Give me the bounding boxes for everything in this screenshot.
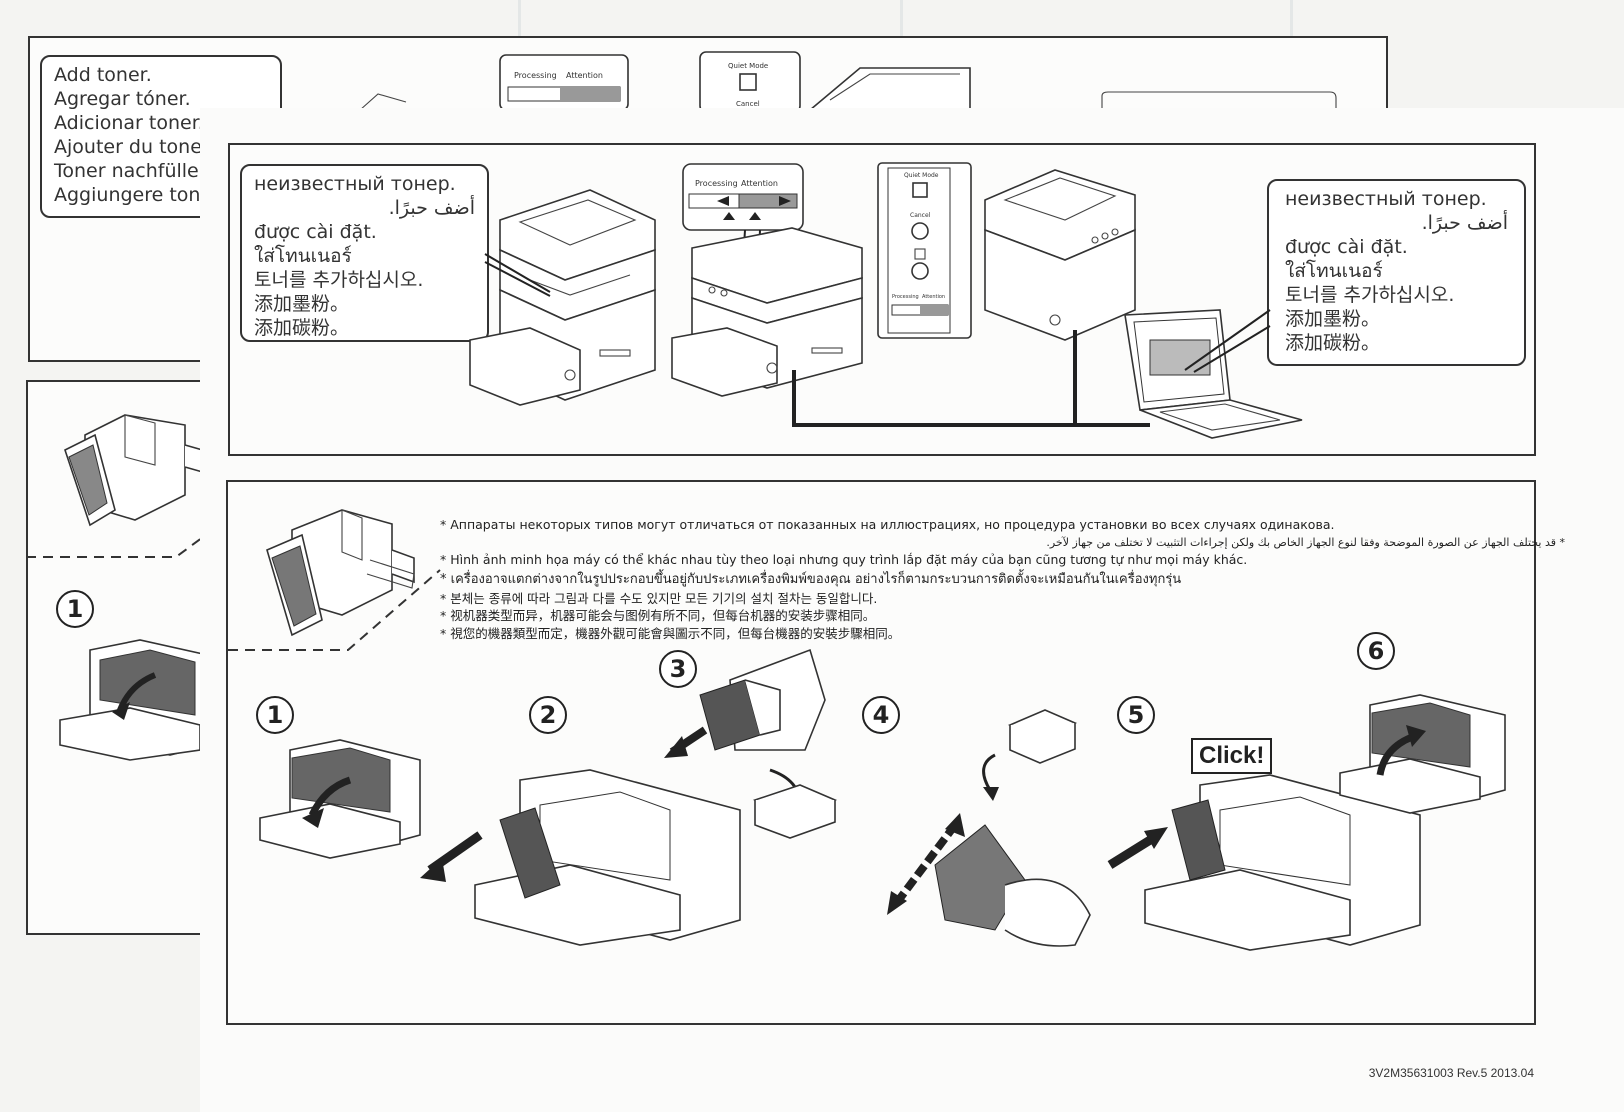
callout-line-arabic: أضف حبرًا. <box>388 197 475 219</box>
indicator-processing-label: Processing <box>695 179 738 188</box>
back-processing-label: Processing <box>514 71 557 80</box>
step1-open-cover-illustration <box>259 739 421 859</box>
step3-new-cartridge-illustration <box>664 648 838 839</box>
step6-close-cover-illustration <box>1339 694 1506 814</box>
step-number-6: 6 <box>1357 632 1395 670</box>
note-chinese-traditional: * 視您的機器類型而定，機器外觀可能會與圖示不同，但每台機器的安裝步驟相同。 <box>440 625 901 641</box>
back-attention-label: Attention <box>566 71 603 80</box>
back-printer-sketch <box>809 67 971 111</box>
attention-label-small: Attention <box>922 294 945 300</box>
note-russian: * Аппараты некоторых типов могут отличат… <box>440 517 1335 532</box>
document-code: 3V2M35631003 Rev.5 2013.04 <box>1368 1066 1534 1080</box>
callout-line-chinese-simplified: 添加墨粉。 <box>254 293 350 315</box>
callout-line: Add toner. <box>54 64 152 86</box>
printer-illustration-center <box>671 227 863 397</box>
indicator-panel-callout: Processing Attention <box>682 163 804 231</box>
callout-line: Adicionar toner. <box>54 112 204 134</box>
desktop-printer-illustration <box>984 169 1136 341</box>
processing-label-small: Processing <box>892 294 919 300</box>
callout-line-russian: неизвестный тонер. <box>1285 188 1487 210</box>
step-number-1: 1 <box>256 696 294 734</box>
callout-pointer-right <box>1184 309 1271 373</box>
click-label: Click! <box>1191 738 1273 774</box>
note-vietnamese: * Hình ảnh minh họa máy có thể khác nhau… <box>440 552 1248 567</box>
quiet-mode-label: Quiet Mode <box>904 172 939 179</box>
control-panel-closeup: Quiet Mode Cancel Processing Attention <box>877 162 972 339</box>
back-step-number-1: 1 <box>56 590 94 628</box>
step5-install-cartridge-illustration <box>1107 774 1421 951</box>
callout-line-korean: 토너를 추가하십시오. <box>254 269 424 291</box>
step2-remove-cartridge-illustration <box>420 769 741 946</box>
step-number-3: 3 <box>659 650 697 688</box>
back-control-panel: Quiet Mode Cancel <box>699 51 801 113</box>
network-cables <box>792 330 1150 427</box>
callout-line: Toner nachfüllen. <box>54 160 217 182</box>
callout-line-thai: ใส่โทนเนอร์ <box>254 245 352 267</box>
callout-line-korean: 토너를 추가하십시오. <box>1285 284 1455 306</box>
callout-line-arabic: أضف حبرًا. <box>1421 212 1508 234</box>
back-dashed-divider <box>26 519 227 558</box>
callout-line-vietnamese: được cài đặt. <box>254 221 377 243</box>
step4-waste-box-illustration <box>887 709 1091 947</box>
step-number-4: 4 <box>862 696 900 734</box>
callout-line: Ajouter du toner. <box>54 136 214 158</box>
back-sheet-callout: Add toner. Agregar tóner. Adicionar tone… <box>40 55 282 218</box>
back-cancel-label: Cancel <box>736 100 760 108</box>
indicator-attention-label: Attention <box>741 179 778 188</box>
callout-line: Aggiungere toner <box>54 184 220 206</box>
back-indicator-panel: Processing Attention <box>499 54 629 111</box>
note-korean: * 본체는 종류에 따라 그림과 다를 수도 있지만 모든 기기의 설치 절차는… <box>440 590 878 606</box>
callout-line: Agregar tóner. <box>54 88 191 110</box>
installation-notes: * Аппараты некоторых типов могут отличат… <box>440 516 1570 642</box>
step-number-5: 5 <box>1117 696 1155 734</box>
back-toner-cartridge-illustration <box>64 414 214 527</box>
laptop-illustration <box>1124 309 1303 439</box>
mfp-printer-illustration <box>469 189 656 406</box>
left-message-callout: неизвестный тонер. أضف حبرًا. được cài đ… <box>240 164 489 342</box>
note-chinese-simplified: * 视机器类型而异，机器可能会与图例有所不同，但每台机器的安装步骤相同。 <box>440 608 876 623</box>
callout-line-chinese-traditional: 添加碳粉。 <box>1285 332 1381 354</box>
cancel-label: Cancel <box>910 212 931 219</box>
note-thai: * เครื่องอาจแตกต่างจากในรูปประกอบขึ้นอยู… <box>440 571 1182 587</box>
toner-cartridge-illustration <box>266 509 415 637</box>
callout-line-chinese-traditional: 添加碳粉。 <box>254 317 350 339</box>
callout-line-vietnamese: được cài đặt. <box>1285 236 1408 258</box>
callout-line-thai: ใส่โทนเนอร์ <box>1285 260 1383 282</box>
callout-pointer-left <box>484 253 551 297</box>
back-quiet-mode-label: Quiet Mode <box>728 62 768 70</box>
back-small-sketch <box>359 93 407 111</box>
dashed-divider <box>228 569 441 651</box>
callout-line-russian: неизвестный тонер. <box>254 173 456 195</box>
step-number-2: 2 <box>529 696 567 734</box>
back-callout-corner <box>1101 91 1337 118</box>
callout-line-chinese-simplified: 添加墨粉。 <box>1285 308 1381 330</box>
note-arabic: * قد يختلف الجهاز عن الصورة الموضحة وفقا… <box>1046 535 1565 549</box>
right-message-callout: неизвестный тонер. أضف حبرًا. được cài đ… <box>1267 179 1526 366</box>
